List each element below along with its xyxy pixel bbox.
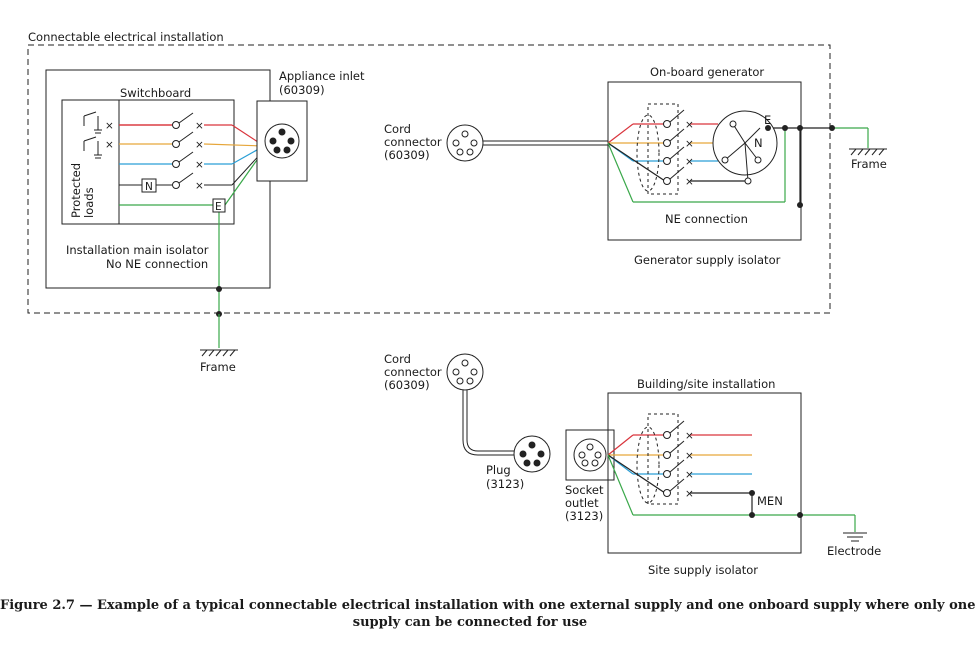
frame-label-left: Frame: [200, 360, 236, 374]
electrode-symbol: [843, 532, 867, 542]
cross-marker: ×: [105, 120, 114, 132]
cross-marker: ×: [685, 156, 694, 168]
socket-outlet-face: [573, 438, 607, 472]
men-junction: [749, 490, 755, 496]
winding-terminal: [754, 156, 762, 164]
installation-diagram: Connectable electrical installation Swit…: [27, 30, 887, 577]
cord-connector-label: Cord: [384, 122, 411, 136]
onboard-generator-label: On-board generator: [650, 65, 764, 79]
earth-link-box: [212, 198, 226, 213]
cross-marker: ×: [195, 159, 204, 171]
site-supply-isolator-label: Site supply isolator: [648, 563, 758, 577]
earth-junction: [216, 286, 222, 292]
cord-connector-rating: (60309): [384, 148, 430, 162]
plug-rating: (3123): [486, 477, 524, 491]
building-site-label: Building/site installation: [637, 377, 775, 391]
winding-terminal: [729, 120, 737, 128]
socket-outlet-label: Socket: [565, 483, 604, 497]
cord-connector-rating-bottom: (60309): [384, 378, 430, 392]
men-label: MEN: [757, 494, 783, 508]
earth-junction: [765, 125, 771, 131]
isolator-linkage-ellipse: [636, 426, 660, 504]
winding-terminal: [744, 177, 752, 185]
frame-ground-symbol: [200, 349, 238, 357]
earth-junction: [797, 125, 803, 131]
frame-ground-symbol-right: [849, 148, 887, 156]
cross-marker: ×: [685, 119, 694, 131]
generator-windings: [724, 123, 761, 182]
cross-marker: ×: [195, 120, 204, 132]
earth-link-label: E: [215, 201, 222, 213]
plug-3123: [513, 435, 551, 473]
cross-marker: ×: [685, 450, 694, 462]
generator-neutral-label: N: [754, 136, 763, 150]
no-ne-connection-label: No NE connection: [106, 257, 208, 271]
flexible-cord-bottom: [462, 390, 515, 456]
earth-junction: [782, 125, 788, 131]
cross-marker: ×: [685, 430, 694, 442]
cord-connector-label-bottom: Cord: [384, 352, 411, 366]
neutral-link-box: [141, 178, 157, 193]
appliance-inlet-label: Appliance inlet: [279, 69, 365, 83]
onboard-generator-box: [607, 81, 802, 241]
connectable-installation-label: Connectable electrical installation: [28, 30, 224, 44]
generator-supply-isolator-label: Generator supply isolator: [634, 253, 781, 267]
isolator-linkage-ellipse: [636, 114, 660, 192]
frame-label-right: Frame: [851, 157, 887, 171]
cord-connector-label-bottom-2: connector: [384, 365, 442, 379]
socket-outlet-label-2: outlet: [565, 496, 599, 510]
generator-earth-label: E: [764, 113, 771, 127]
men-junction: [749, 512, 755, 518]
socket-outlet-rating: (3123): [565, 509, 603, 523]
cord-connector-plug-top: [446, 124, 484, 162]
cord-connector-plug-bottom: [446, 353, 484, 391]
isolator-linkage-dashed: [647, 103, 679, 195]
figure-caption-line: supply can be connected for use: [352, 615, 588, 630]
figure-caption: Figure 2.7 — Example of a typical connec…: [0, 597, 976, 631]
winding-terminal: [721, 156, 729, 164]
appliance-inlet-socket: [264, 123, 300, 159]
cross-marker: ×: [685, 138, 694, 150]
cross-marker: ×: [685, 488, 694, 500]
site-isolator-switches: [663, 420, 685, 497]
cross-marker: ×: [105, 139, 114, 151]
plug-label: Plug: [486, 463, 511, 477]
earth-junction: [797, 202, 803, 208]
electrode-label: Electrode: [827, 544, 881, 558]
cross-marker: ×: [685, 176, 694, 188]
cross-marker: ×: [685, 469, 694, 481]
earth-junction: [829, 125, 835, 131]
ne-connection-label: NE connection: [665, 212, 748, 226]
protected-loads-label-2: loads: [82, 187, 96, 218]
switchboard-label: Switchboard: [120, 86, 191, 100]
flexible-cord-bottom: [466, 390, 515, 452]
switchboard-box: [61, 99, 235, 225]
figure-caption-line: Figure 2.7 — Example of a typical connec…: [0, 598, 976, 613]
cross-marker: ×: [195, 139, 204, 151]
site-conductors: [607, 434, 856, 532]
isolator-linkage-dashed: [647, 413, 679, 505]
protected-load-switches: [83, 111, 102, 159]
main-isolator-switches: [119, 112, 265, 189]
cord-connector-label-2: connector: [384, 135, 442, 149]
building-site-box: [607, 392, 802, 554]
neutral-link-label: N: [145, 181, 153, 193]
connectable-installation-boundary: [27, 44, 831, 314]
generator-isolator-switches: [663, 109, 685, 185]
main-isolator-label: Installation main isolator: [66, 243, 209, 257]
appliance-inlet-rating: (60309): [279, 83, 325, 97]
men-junction: [797, 512, 803, 518]
protected-loads-label: Protected: [69, 163, 83, 218]
cross-marker: ×: [195, 180, 204, 192]
